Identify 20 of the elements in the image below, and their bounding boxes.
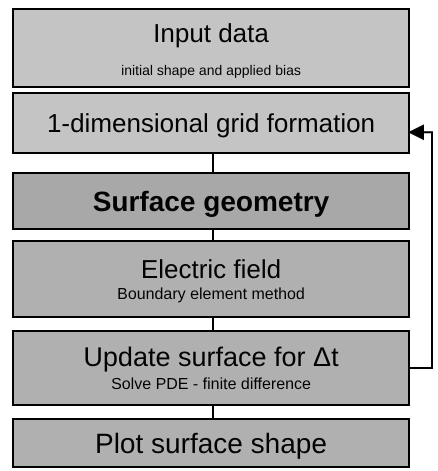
process-box bbox=[12, 418, 410, 468]
box-title: Surface geometry bbox=[92, 184, 330, 218]
box-title: Electric field bbox=[140, 252, 282, 286]
box-title: Input data bbox=[153, 17, 269, 50]
process-box bbox=[12, 92, 410, 154]
connector-line bbox=[212, 230, 214, 240]
box-title: Plot surface shape bbox=[95, 426, 327, 460]
box-subtitle: Boundary element method bbox=[117, 285, 305, 306]
connector-line bbox=[212, 318, 214, 330]
connector-line bbox=[212, 406, 214, 418]
connector-line bbox=[408, 124, 433, 369]
process-box bbox=[12, 172, 410, 230]
box-subtitle: initial shape and applied bias bbox=[121, 62, 301, 79]
box-title: 1-dimensional grid formation bbox=[46, 106, 376, 140]
process-box bbox=[12, 240, 410, 318]
process-box bbox=[12, 8, 410, 88]
connector-line bbox=[212, 154, 214, 172]
process-box bbox=[12, 330, 410, 406]
box-title: Update surface for Δt bbox=[83, 341, 339, 374]
box-subtitle: Solve PDE - finite difference bbox=[111, 374, 311, 395]
